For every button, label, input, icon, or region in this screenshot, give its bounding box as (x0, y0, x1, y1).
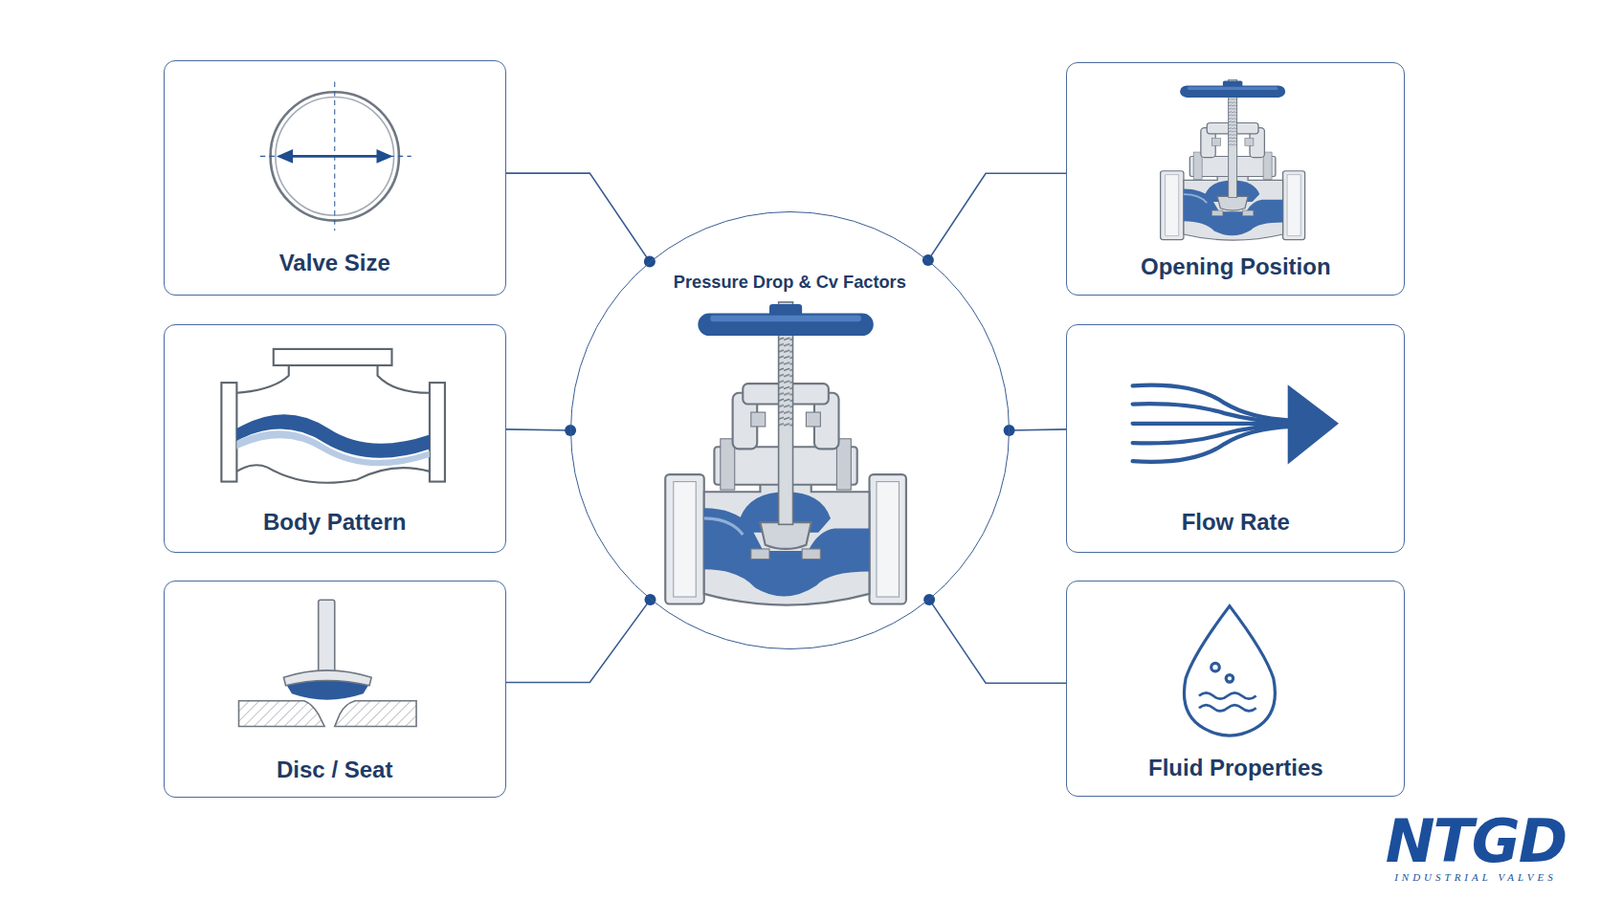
connector-line (928, 173, 1067, 261)
connector (506, 594, 657, 684)
junction-dot (923, 594, 935, 606)
junction-dot (644, 594, 657, 606)
connector (922, 173, 1067, 267)
factor-box: Body Pattern (163, 324, 507, 554)
connector-line (1009, 429, 1067, 431)
connector (1003, 424, 1067, 437)
factor-label: Opening Position (1066, 253, 1404, 281)
factor-box: Valve Size (163, 60, 507, 296)
connector (923, 594, 1067, 684)
connector (506, 173, 656, 268)
connector-line (506, 600, 651, 684)
factor-label: Disc / Seat (164, 756, 506, 784)
logo-tagline: INDUSTRIAL VALVES (1367, 871, 1584, 884)
factor-label: Body Pattern (164, 509, 506, 536)
connector-line (506, 173, 650, 263)
flow-icon (1133, 384, 1339, 465)
disc-seat-icon (239, 600, 418, 727)
connector (506, 424, 577, 437)
hub-title: Pressure Drop & Cv Factors (571, 271, 1009, 293)
factor-label: Flow Rate (1066, 509, 1404, 536)
factor-label: Valve Size (164, 249, 506, 277)
connector-line (929, 600, 1067, 684)
brand-logo: NTGDINDUSTRIAL VALVES (1367, 812, 1584, 884)
body-pattern-icon (221, 349, 445, 484)
factor-label: Fluid Properties (1066, 755, 1404, 782)
logo-mark: NTGD (1367, 812, 1584, 872)
size-icon (260, 82, 412, 232)
connector-line (506, 429, 571, 431)
factor-box: Flow Rate (1066, 324, 1405, 554)
valve-icon (1160, 79, 1306, 241)
factor-box: Opening Position (1066, 62, 1405, 296)
factor-box: Disc / Seat (163, 580, 507, 799)
junction-dot (1003, 424, 1016, 437)
junction-dot (644, 256, 656, 268)
drop-icon (1183, 606, 1275, 736)
center-circle: Pressure Drop & Cv Factors (570, 211, 1010, 651)
globe-valve (665, 302, 907, 606)
factor-box: Fluid Properties (1066, 580, 1405, 798)
junction-dot (922, 254, 934, 267)
